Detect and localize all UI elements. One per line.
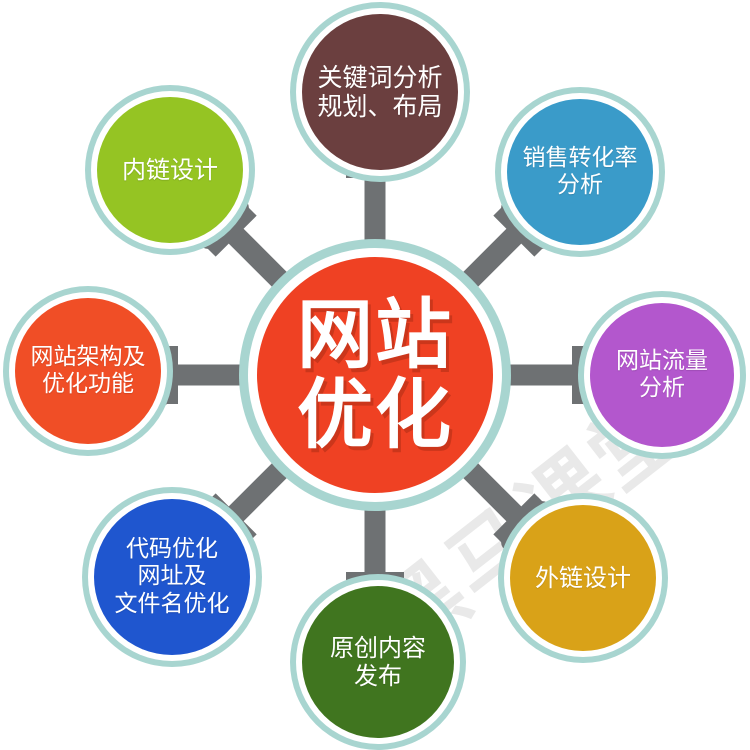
node-external-link-design-label: 外链设计 — [535, 563, 631, 592]
node-external-link-design[interactable]: 外链设计 — [510, 505, 656, 651]
node-keyword-analysis-label: 关键词分析规划、布局 — [317, 62, 443, 122]
node-site-architecture-optimization-label: 网站架构及优化功能 — [30, 343, 146, 397]
node-site-architecture-optimization[interactable]: 网站架构及优化功能 — [15, 298, 161, 444]
node-original-content-publishing-label: 原创内容发布 — [330, 633, 426, 690]
node-sales-conversion-analysis-label: 销售转化率分析 — [522, 144, 638, 198]
node-code-and-url-optimization-label: 代码优化网址及文件名优化 — [114, 536, 230, 617]
center-node-website-optimization[interactable]: 网站优化 — [257, 257, 493, 493]
node-traffic-analysis[interactable]: 网站流量分析 — [590, 303, 734, 447]
node-traffic-analysis-label: 网站流量分析 — [616, 347, 708, 401]
center-node-label: 网站优化 — [297, 290, 453, 459]
node-internal-link-design[interactable]: 内链设计 — [97, 97, 243, 243]
node-code-and-url-optimization[interactable]: 代码优化网址及文件名优化 — [94, 499, 250, 655]
node-keyword-analysis[interactable]: 关键词分析规划、布局 — [302, 14, 458, 170]
node-original-content-publishing[interactable]: 原创内容发布 — [302, 586, 454, 738]
node-internal-link-design-label: 内链设计 — [122, 155, 218, 184]
node-sales-conversion-analysis[interactable]: 销售转化率分析 — [507, 99, 653, 245]
